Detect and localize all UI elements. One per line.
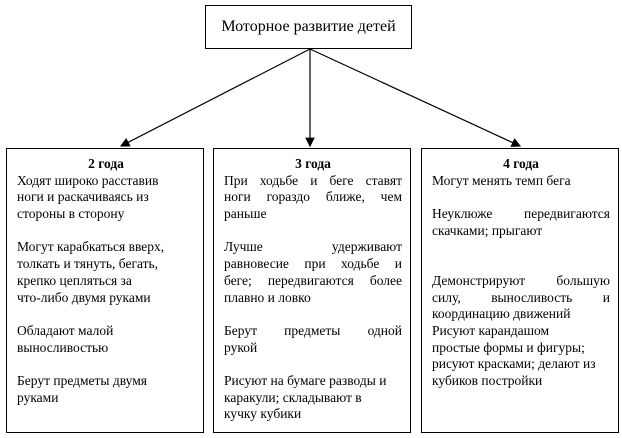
text-line: Лучше удерживают [224,239,402,255]
text-line: Рисуют на бумаге разводы и [224,372,387,388]
arrow-to-2 [119,48,311,147]
text-line: каракули; складывают в [224,389,362,405]
text-line [432,256,610,273]
text-line [17,223,195,240]
text-line [432,189,610,206]
text-line: выносливостью [17,339,109,355]
text-line: При ходьбе и беге ставят [224,172,402,188]
text-line [17,356,195,373]
column-title: 2 года [88,156,124,171]
text-line: силу, выносливость и [432,289,610,305]
text-line: Неуклюже передвигаются [432,206,610,222]
arrow-to-4 [309,48,522,147]
text-line [17,306,195,323]
text-line: Демонстрируют большую [432,272,610,288]
text-line: Могут менять темп бега [432,172,571,188]
root-box: Моторное развитие детей [205,5,412,49]
text-line: кубиков постройки [432,372,543,388]
text-line: плавно и ловко [224,289,311,305]
text-line: ноги и раскачиваясь из [17,189,149,205]
text-line [224,306,402,323]
column-title: 4 года [503,156,539,171]
text-line: Берут предметы двумя [17,372,147,388]
text-line: ноги гораздо ближе, чем [224,189,402,205]
text-line: Рисуют карандашом [432,322,550,338]
text-line [432,239,610,256]
text-line: Обладают малой [17,322,114,338]
text-line: кучку кубики [224,406,302,422]
text-line: беге; передвигаются более [224,272,402,288]
text-line: толкать и тянуть, бегать, [17,256,159,272]
text-line: равновесие при ходьбе и [224,256,402,272]
text-line: Берут предметы одной [224,322,402,338]
text-line: раньше [224,206,267,222]
text-line: рукой [224,339,258,355]
text-line [224,223,402,240]
text-line: Ходят широко расставив [17,172,159,188]
column-title: 3 года [295,156,331,171]
text-line: координацию движений [432,306,571,322]
text-line: рисуют красками; делают из [432,356,596,372]
text-line: стороны в сторону [17,206,125,222]
text-line [224,356,402,373]
text-line: что-либо двумя руками [17,289,151,305]
text-line: Могут карабкаться вверх, [17,239,165,255]
root-title: Моторное развитие детей [221,18,396,35]
text-line: руками [17,389,59,405]
text-line: скачками; прыгают [432,222,543,238]
text-line: крепко цепляться за [17,272,132,288]
text-line: простые формы и фигуры; [432,339,585,355]
